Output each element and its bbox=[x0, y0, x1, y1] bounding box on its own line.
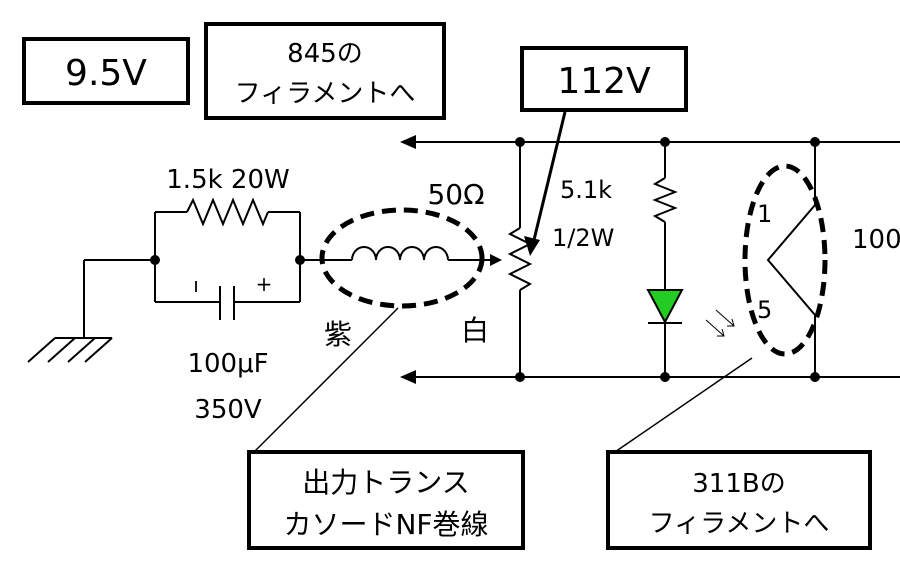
transformer-line1-text: 出力トランス bbox=[302, 466, 469, 499]
capacitor-100uf bbox=[155, 286, 300, 320]
node-dot bbox=[810, 372, 820, 382]
node-dot bbox=[150, 255, 160, 265]
wire-purple-label: 紫 bbox=[324, 318, 352, 351]
voltage-9-5v-text: 9.5V bbox=[65, 53, 147, 94]
potentiometer-50-label: 50Ω bbox=[427, 178, 484, 211]
bottom-rail bbox=[400, 370, 900, 384]
led bbox=[646, 289, 684, 377]
to-311b-line2-text: フィラメントへ bbox=[649, 509, 830, 539]
leader-line-transformer bbox=[251, 307, 399, 455]
winding-highlight-ellipse bbox=[319, 207, 485, 309]
node-dot bbox=[515, 372, 525, 382]
node-dot bbox=[660, 137, 670, 147]
light-emission-arrows bbox=[705, 309, 735, 337]
to-311b-line1-text: 311Bの bbox=[692, 469, 785, 499]
to-845-line1-text: 845の bbox=[287, 39, 363, 69]
resistor-5-1k bbox=[652, 142, 678, 290]
node-dot bbox=[660, 372, 670, 382]
label-box-9-5v: 9.5V bbox=[22, 37, 190, 105]
pin-1-label: 1 bbox=[757, 200, 772, 228]
label-box-output-transformer: 出力トランス カソードNF巻線 bbox=[247, 450, 525, 550]
pin-5-label: 5 bbox=[757, 296, 772, 324]
leader-line-311b bbox=[611, 357, 753, 455]
top-rail bbox=[400, 135, 900, 149]
node-dot bbox=[810, 137, 820, 147]
voltage-112v-text: 112V bbox=[557, 61, 651, 102]
resistor-5-1k-label: 5.1k bbox=[560, 176, 612, 204]
transformer-line2-text: カソードNF巻線 bbox=[283, 508, 488, 541]
capacitor-value-label: 100μF bbox=[187, 349, 268, 379]
cap-plus-mark: + bbox=[256, 272, 273, 296]
resistor-100-partial-label: 100 bbox=[852, 225, 900, 255]
label-box-311b-filament: 311Bの フィラメントへ bbox=[606, 450, 872, 550]
arrow-112v-pointer bbox=[524, 111, 567, 256]
filament-311b bbox=[766, 142, 816, 377]
wire-white-label: 白 bbox=[461, 314, 489, 347]
potentiometer-50-ohm bbox=[507, 142, 533, 377]
resistor-1-5k bbox=[154, 197, 301, 302]
to-845-line2-text: フィラメントへ bbox=[235, 79, 416, 109]
filament-highlight-ellipse bbox=[742, 163, 828, 357]
cap-minus-mark: ı bbox=[193, 273, 199, 297]
inductor-nf-winding bbox=[351, 246, 502, 266]
node-dot bbox=[515, 137, 525, 147]
led-body bbox=[646, 289, 684, 325]
label-box-845-filament: 845の フィラメントへ bbox=[204, 22, 446, 120]
resistor-1-5k-label: 1.5k 20W bbox=[166, 165, 289, 195]
ground-symbol bbox=[27, 259, 155, 363]
capacitor-voltage-label: 350V bbox=[194, 395, 262, 425]
resistor-5-1k-power-label: 1/2W bbox=[552, 224, 614, 252]
label-box-112v: 112V bbox=[520, 46, 688, 112]
